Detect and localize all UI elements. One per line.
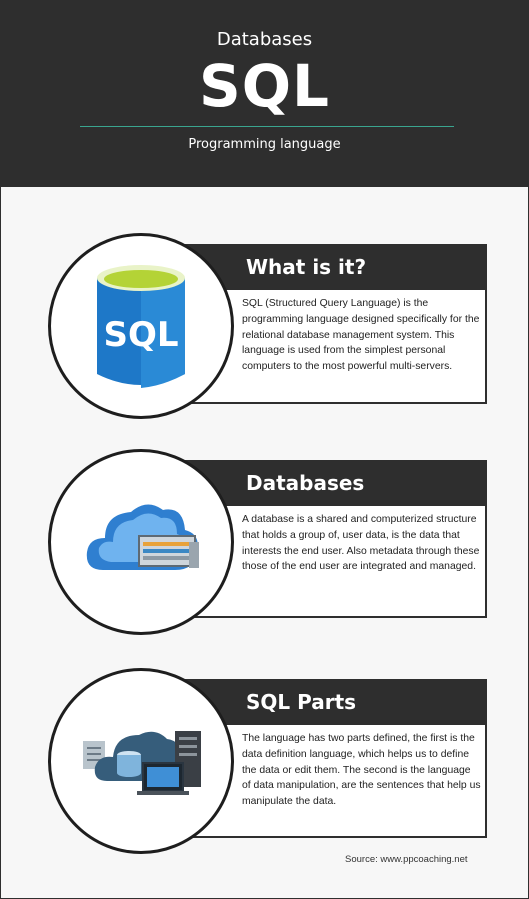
sql-icon-label: SQL — [103, 315, 178, 355]
cloud-storage-drawer-icon — [86, 504, 199, 570]
header-kicker: Databases — [216, 29, 313, 50]
section-body: A database is a shared and computerized … — [242, 514, 480, 573]
section-header-bar — [172, 244, 485, 290]
section-body: SQL (Structured Query Language) is the p… — [242, 298, 480, 373]
section-header-bar — [172, 460, 485, 506]
section-sql-parts: SQL Parts The language has two parts def… — [170, 679, 487, 838]
section-icon-circle: SQL — [48, 233, 234, 419]
section-icon-circle — [48, 449, 234, 635]
section-icon-circle — [48, 668, 234, 854]
header-title: SQL — [198, 52, 331, 120]
header-divider — [80, 126, 454, 127]
section-title: Databases — [246, 471, 365, 495]
server-laptop-cloud-icon — [83, 731, 201, 795]
sql-database-cylinder-icon: SQL — [97, 265, 185, 388]
section-what-is-it: What is it? SQL (Structured Query Langua… — [170, 244, 487, 404]
section-body: The language has two parts defined, the … — [242, 733, 481, 808]
section-title: What is it? — [246, 255, 367, 279]
section-header-bar — [172, 679, 485, 725]
header-subtitle: Programming language — [188, 137, 341, 152]
source-credit: Source: www.ppcoaching.net — [345, 854, 468, 865]
section-title: SQL Parts — [246, 690, 357, 714]
header-banner: Databases SQL Programming language — [0, 0, 529, 187]
